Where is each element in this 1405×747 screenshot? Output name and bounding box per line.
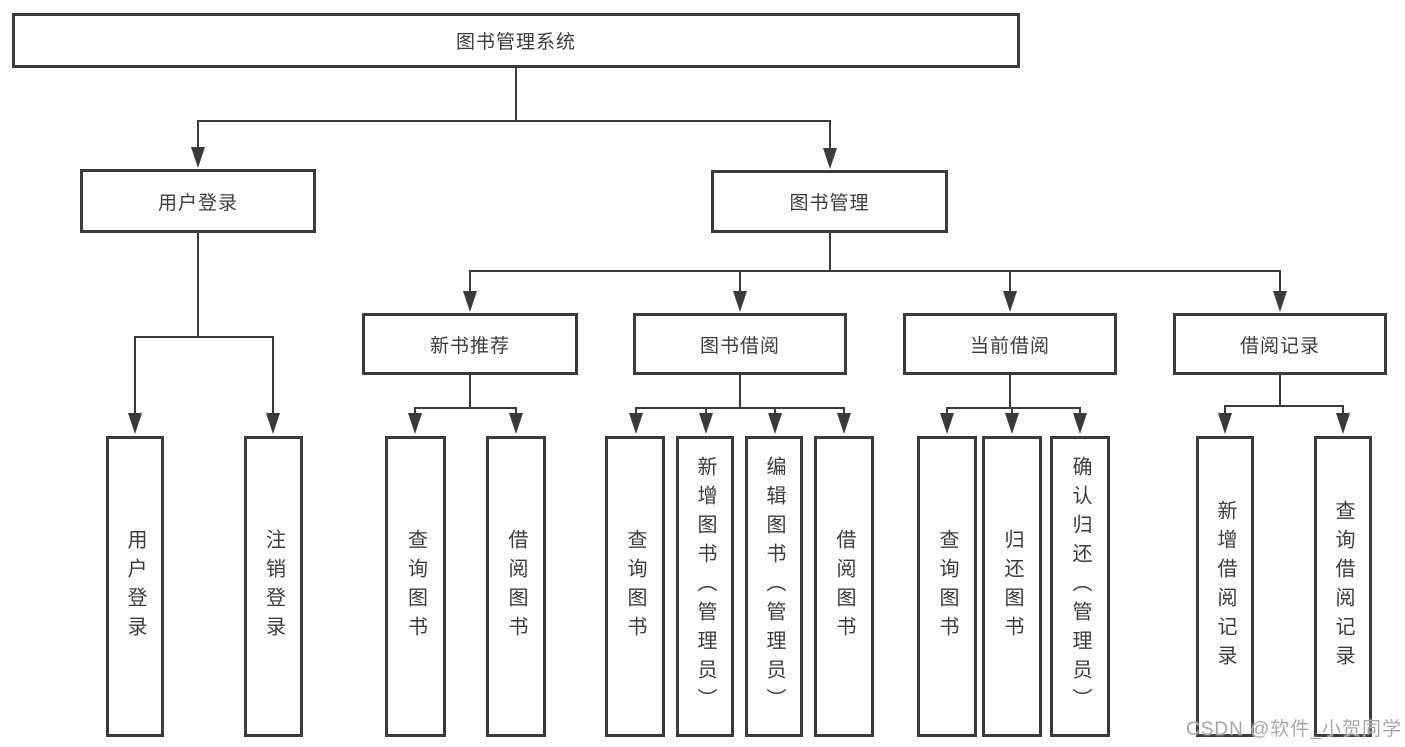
connector-line (843, 407, 845, 414)
node-label: 图书管理 (789, 193, 870, 214)
node-new-book-recommend: 新书推荐 (362, 313, 578, 375)
leaf-label: 查询借阅记录 (1332, 499, 1354, 674)
arrow-down-icon (837, 413, 851, 434)
connector-line (1342, 405, 1344, 414)
node-label: 当前借阅 (969, 335, 1050, 357)
connector-line (414, 407, 517, 409)
leaf-label: 用户登录 (124, 528, 146, 645)
leaf-label: 确认归还（管理员） (1069, 456, 1091, 717)
connector-line (272, 336, 274, 414)
leaf-label: 查询图书 (936, 528, 958, 645)
leaf-borrow-books-nbr: 借阅图书 (486, 436, 546, 737)
node-label: 新书推荐 (429, 335, 510, 357)
node-book-management: 图书管理 (711, 170, 948, 233)
connector-line (197, 233, 199, 336)
connector-line (774, 407, 776, 414)
leaf-label: 查询图书 (624, 528, 646, 645)
connector-line (829, 233, 831, 270)
connector-line (739, 375, 741, 407)
leaf-label: 新增图书（管理员） (694, 456, 716, 717)
leaf-confirm-return-admin: 确认归还（管理员） (1050, 436, 1110, 737)
leaf-label: 借阅图书 (833, 528, 855, 645)
connector-line (469, 270, 471, 292)
connector-line (635, 407, 845, 409)
leaf-label: 编辑图书（管理员） (763, 456, 785, 717)
connector-line (1011, 407, 1013, 414)
connector-line (134, 336, 274, 338)
connector-line (1009, 375, 1011, 407)
connector-line (1224, 405, 1226, 414)
node-label: 用户登录 (157, 192, 238, 214)
node-current-borrowing: 当前借阅 (903, 313, 1117, 375)
leaf-label: 查询图书 (404, 528, 427, 645)
arrow-down-icon (940, 413, 954, 434)
leaf-label: 注销登录 (262, 528, 285, 645)
leaf-query-books-cb: 查询图书 (917, 436, 977, 737)
arrow-down-icon (266, 413, 280, 434)
arrow-down-icon (629, 413, 643, 434)
arrow-down-icon (768, 413, 782, 434)
connector-line (946, 407, 1081, 409)
arrow-down-icon (733, 291, 747, 312)
connector-line (414, 407, 416, 414)
connector-line (1279, 375, 1281, 405)
connector-line (197, 120, 831, 122)
leaf-add-borrow-record: 新增借阅记录 (1196, 436, 1254, 737)
connector-line (1224, 405, 1344, 407)
node-label: 图书借阅 (699, 335, 780, 357)
connector-line (829, 120, 831, 148)
arrow-down-icon (1003, 291, 1017, 312)
node-borrowing-records: 借阅记录 (1173, 313, 1387, 375)
leaf-label: 借阅图书 (505, 528, 527, 645)
leaf-return-books: 归还图书 (982, 436, 1042, 737)
node-book-borrowing: 图书借阅 (633, 313, 847, 375)
node-library-system: 图书管理系统 (12, 13, 1020, 68)
leaf-logout-login: 注销登录 (244, 436, 303, 737)
arrow-down-icon (191, 147, 205, 168)
arrow-down-icon (509, 413, 523, 434)
leaf-edit-books-admin: 编辑图书（管理员） (745, 436, 803, 737)
arrow-down-icon (1273, 291, 1287, 312)
leaf-user-login: 用户登录 (106, 436, 164, 737)
leaf-add-books-admin: 新增图书（管理员） (676, 436, 734, 737)
arrow-down-icon (823, 148, 837, 169)
node-label: 借阅记录 (1239, 335, 1320, 357)
arrow-down-icon (128, 413, 142, 434)
connector-line (515, 407, 517, 414)
arrow-down-icon (1336, 413, 1350, 434)
node-label: 图书管理系统 (455, 32, 576, 53)
connector-line (635, 407, 637, 414)
leaf-query-borrow-record: 查询借阅记录 (1314, 436, 1372, 737)
csdn-watermark: CSDN @软件_小贺同学 (1186, 719, 1402, 740)
arrow-down-icon (1218, 413, 1232, 434)
connector-line (469, 375, 471, 407)
leaf-borrow-books-bb: 借阅图书 (814, 436, 874, 737)
node-user-login: 用户登录 (80, 169, 316, 233)
connector-line (197, 120, 199, 148)
leaf-label: 归还图书 (1001, 528, 1023, 645)
leaf-query-books-bb: 查询图书 (605, 436, 665, 737)
connector-line (1279, 270, 1281, 292)
arrow-down-icon (463, 291, 477, 312)
connector-line (134, 336, 136, 414)
arrow-down-icon (408, 413, 422, 434)
connector-line (946, 407, 948, 414)
connector-line (515, 68, 517, 120)
arrow-down-icon (699, 413, 713, 434)
leaf-label: 新增借阅记录 (1214, 499, 1236, 674)
leaf-query-books-nbr: 查询图书 (385, 436, 446, 737)
arrow-down-icon (1073, 413, 1087, 434)
connector-line (705, 407, 707, 414)
arrow-down-icon (1005, 413, 1019, 434)
connector-line (1009, 270, 1011, 292)
connector-line (1079, 407, 1081, 414)
connector-line (469, 270, 1281, 272)
connector-line (739, 270, 741, 292)
